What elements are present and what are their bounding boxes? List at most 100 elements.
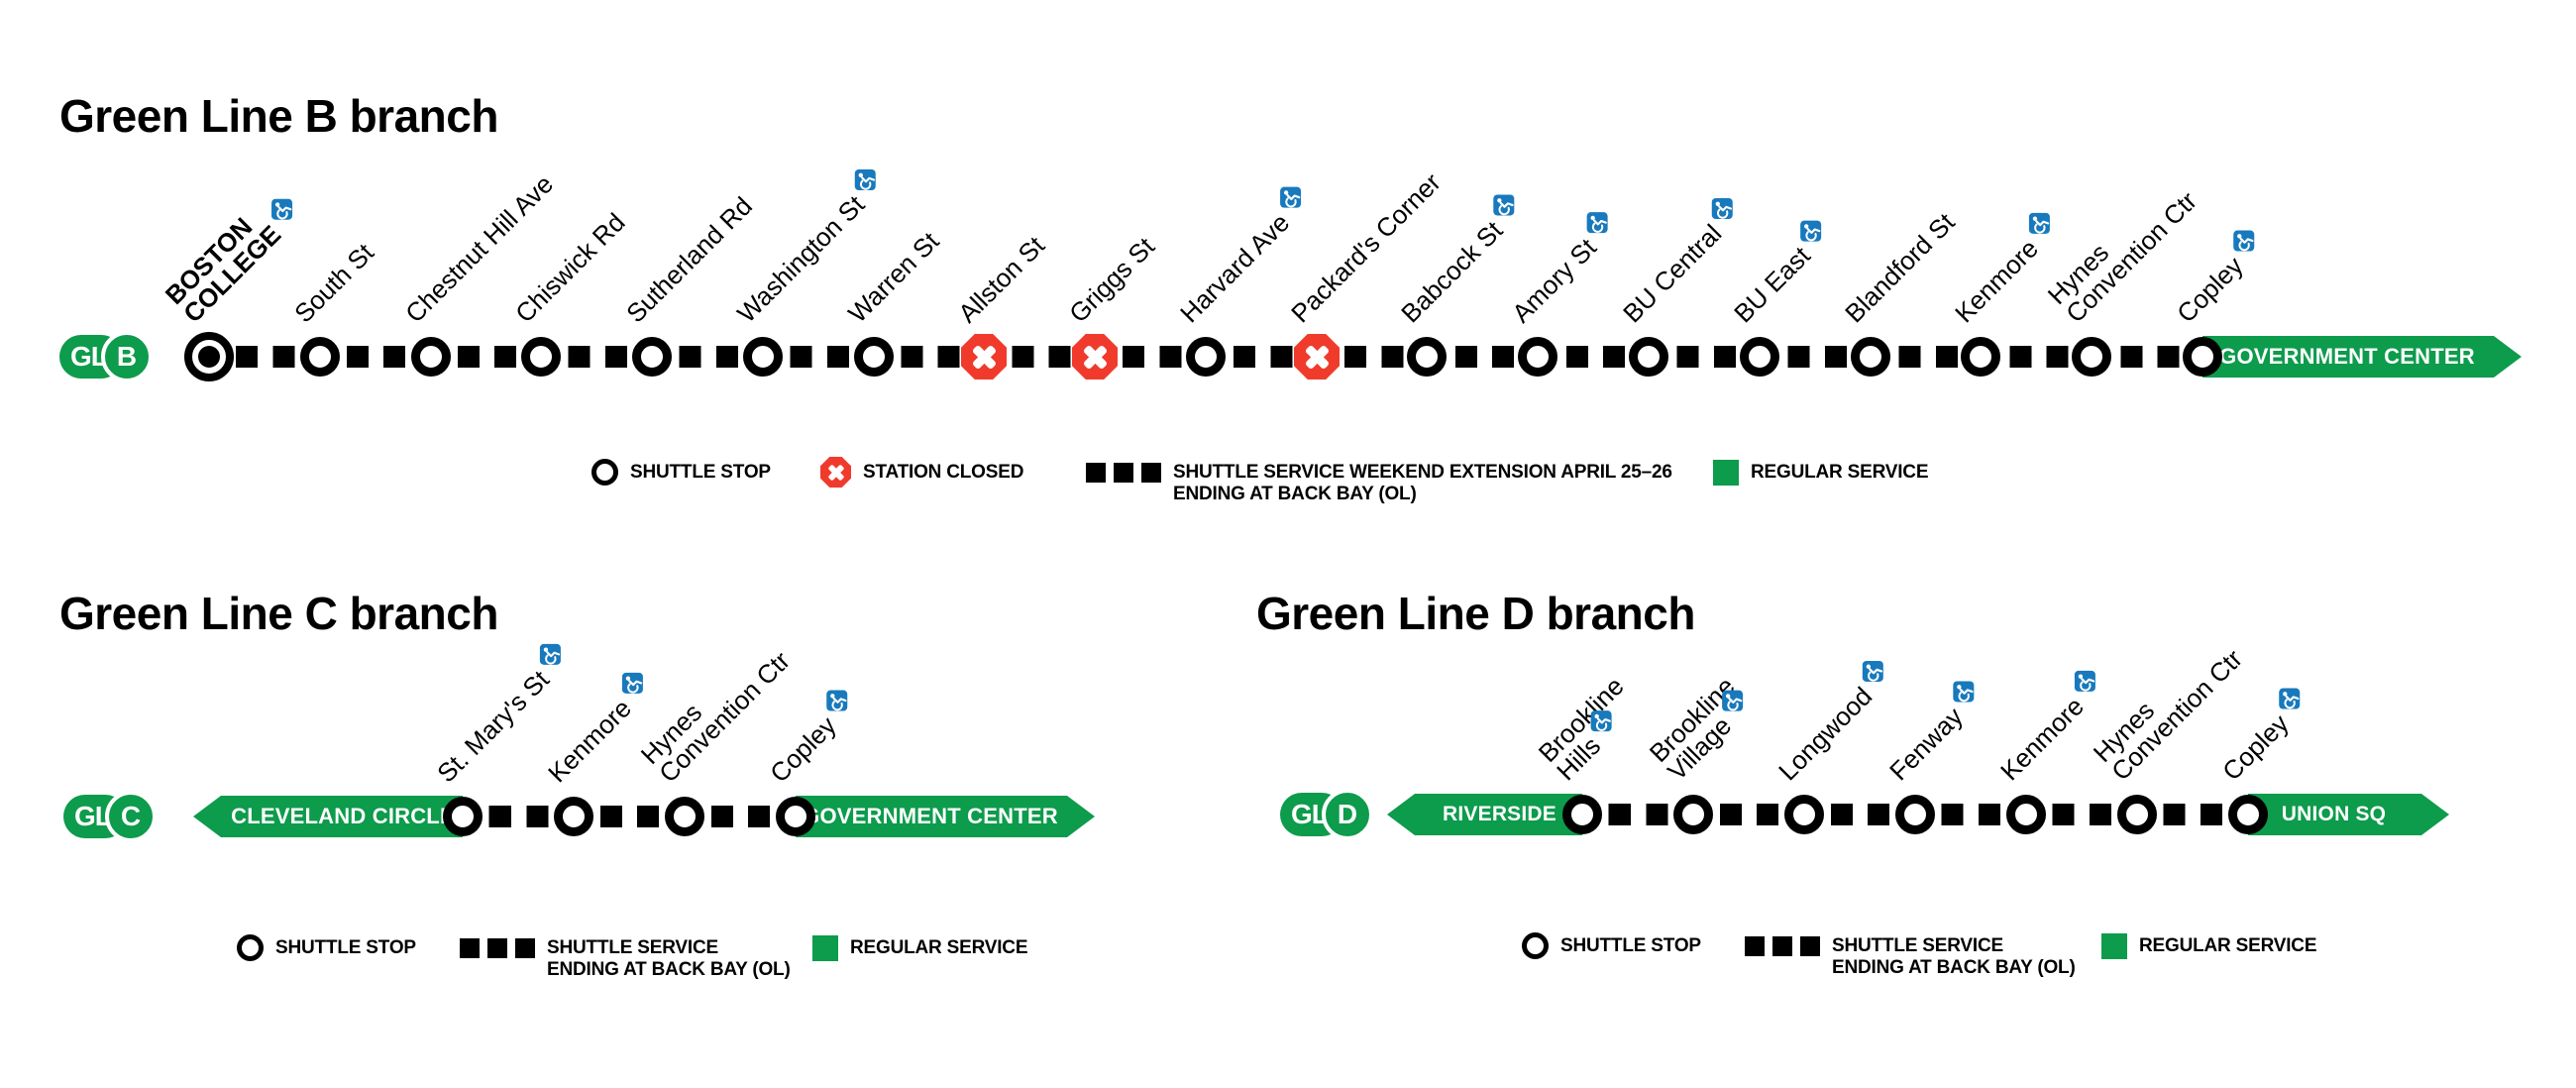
shuttle-stop-marker — [1518, 337, 1557, 377]
shuttle-stop-icon — [1522, 932, 1549, 959]
destination-label: GOVERNMENT CENTER — [803, 804, 1058, 828]
shuttle-stop-marker — [1186, 337, 1226, 377]
shuttle-stop-marker — [2228, 795, 2268, 834]
destination-label: UNION SQ — [2281, 803, 2387, 825]
gl-b-route-logo: GL B — [59, 331, 153, 382]
station-label: BU East — [1728, 220, 1835, 328]
legend-shuttle-stop-d: SHUTTLE STOP — [1522, 932, 1701, 959]
legend-shuttle-stop-b: SHUTTLE STOP — [591, 459, 771, 486]
station-label: Kenmore — [1949, 213, 2063, 328]
shuttle-stop-marker — [521, 337, 561, 377]
shuttle-stop-marker — [1895, 795, 1935, 834]
gl-d-route-logo: GL D — [1280, 789, 1373, 840]
station-label: Griggs St — [1063, 231, 1161, 329]
shuttle-stop-marker — [743, 337, 783, 377]
accessibility-icon — [621, 673, 643, 695]
shuttle-dashes-icon — [1745, 936, 1820, 956]
shuttle-stop-marker — [1851, 337, 1890, 377]
shuttle-stop-marker — [1562, 795, 1602, 834]
shuttle-dashed-line-c — [463, 806, 796, 827]
branch-d-letter-badge: D — [1322, 789, 1373, 840]
shuttle-dashes-icon — [460, 938, 535, 958]
closed-station-marker — [1072, 334, 1118, 380]
shuttle-stop-marker — [854, 337, 894, 377]
legend-shuttle-service-b: SHUTTLE SERVICE WEEKEND EXTENSION APRIL … — [1086, 462, 1672, 505]
shuttle-stop-marker — [1407, 337, 1447, 377]
station-label: Babcock St — [1395, 194, 1528, 328]
regular-service-icon — [812, 935, 838, 961]
branch-c-title: Green Line C branch — [59, 588, 498, 639]
shuttle-stop-marker — [665, 797, 704, 836]
legend-station-closed: STATION CLOSED — [820, 457, 1023, 488]
shuttle-stop-marker — [776, 797, 815, 836]
shuttle-stop-icon — [237, 934, 264, 961]
station-label: BU Central — [1617, 197, 1747, 328]
branch-c-letter-badge: C — [105, 791, 157, 842]
destination-arrow-cleveland-circle: CLEVELAND CIRCLE — [193, 796, 463, 837]
destination-label: GOVERNMENT CENTER — [2219, 344, 2475, 369]
accessibility-icon — [2279, 688, 2301, 709]
shuttle-stop-marker — [554, 797, 593, 836]
station-label: Washington St — [731, 168, 890, 328]
accessibility-icon — [270, 198, 292, 220]
accessibility-icon — [1711, 197, 1733, 219]
destination-label: RIVERSIDE — [1443, 803, 1556, 825]
gl-c-route-logo: GL C — [63, 791, 157, 842]
shuttle-stop-icon — [591, 459, 618, 486]
station-label: Copley — [2171, 230, 2268, 328]
accessibility-icon — [2028, 213, 2050, 235]
legend-regular-service-b: REGULAR SERVICE — [1713, 460, 1928, 486]
shuttle-stop-marker — [2183, 337, 2222, 377]
shuttle-stop-marker — [1961, 337, 2000, 377]
station-label: Chiswick Rd — [509, 207, 631, 329]
shuttle-dashes-icon — [1086, 463, 1161, 483]
accessibility-icon — [1953, 681, 1975, 703]
shuttle-stop-marker — [2117, 795, 2157, 834]
shuttle-stop-marker — [632, 337, 672, 377]
accessibility-icon — [1590, 710, 1612, 732]
shuttle-stop-marker — [411, 337, 451, 377]
shuttle-stop-marker — [1784, 795, 1824, 834]
branch-b-title: Green Line B branch — [59, 90, 498, 142]
accessibility-icon — [2074, 671, 2095, 693]
regular-service-icon — [1713, 460, 1739, 486]
station-label: Copley — [2216, 688, 2313, 786]
station-label: Fenway — [1883, 681, 1987, 786]
shuttle-stop-marker — [2072, 337, 2111, 377]
closed-station-marker — [961, 334, 1007, 380]
accessibility-icon — [1279, 186, 1301, 208]
branch-b-letter-badge: B — [101, 331, 153, 382]
station-label: Warren St — [842, 226, 945, 329]
station-label: Allston St — [952, 230, 1051, 329]
destination-arrow-union-sq: UNION SQ — [2248, 794, 2449, 835]
shuttle-stop-marker — [2006, 795, 2046, 834]
regular-service-icon — [2101, 933, 2127, 959]
station-label: Amory St — [1506, 212, 1621, 328]
station-label: Kenmore — [1994, 671, 2108, 786]
branch-d-title: Green Line D branch — [1256, 588, 1695, 639]
legend-regular-service-d: REGULAR SERVICE — [2101, 933, 2316, 959]
station-label: South St — [288, 237, 379, 329]
destination-arrow-riverside: RIVERSIDE — [1387, 794, 1582, 835]
accessibility-icon — [539, 644, 561, 666]
destination-label: CLEVELAND CIRCLE — [231, 804, 455, 828]
station-label: Harvard Ave — [1174, 186, 1315, 328]
station-label: Blandford St — [1839, 207, 1961, 329]
destination-arrow-government-center-b: GOVERNMENT CENTER — [2202, 336, 2522, 378]
accessibility-icon — [826, 690, 848, 711]
accessibility-icon — [854, 168, 876, 190]
station-label: Copley — [764, 690, 861, 788]
accessibility-icon — [1492, 194, 1514, 216]
legend-regular-service-c: REGULAR SERVICE — [812, 935, 1027, 961]
closed-station-marker — [1294, 334, 1340, 380]
station-label: Kenmore — [542, 673, 656, 788]
accessibility-icon — [1721, 690, 1743, 711]
legend-shuttle-stop-c: SHUTTLE STOP — [237, 934, 416, 961]
accessibility-icon — [1586, 212, 1608, 234]
station-label: Longwood — [1772, 660, 1897, 786]
shuttle-stop-marker — [443, 797, 483, 836]
accessibility-icon — [1862, 660, 1883, 682]
